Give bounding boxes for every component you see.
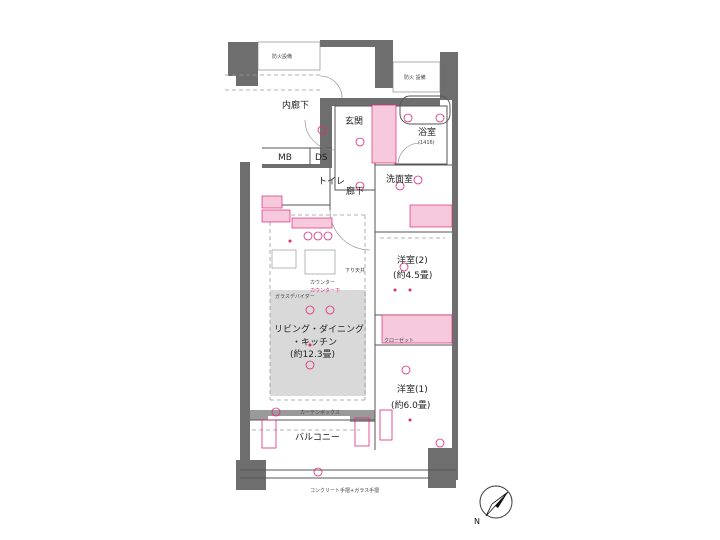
walls bbox=[228, 40, 458, 490]
ldk-floor-area bbox=[270, 290, 366, 396]
label-bath-size: (1416) bbox=[418, 140, 435, 146]
label-ldk-size: (約12.3畳) bbox=[290, 348, 335, 360]
label-ds: DS bbox=[315, 153, 328, 163]
label-railing: コンクリート手摺+ガラス手摺 bbox=[310, 487, 379, 494]
label-ldk: リビング・ダイニング bbox=[274, 323, 364, 335]
label-inner-corridor: 内廊下 bbox=[282, 99, 309, 111]
label-curtain-box: カーテンボックス bbox=[300, 409, 340, 416]
annotations: 防火設備 防火 設備 カウンター カウンター下 下り天井 ガラスデバイダー クロ… bbox=[257, 41, 441, 494]
equipment bbox=[261, 104, 453, 477]
label-western1-size: (約6.0畳) bbox=[391, 399, 430, 411]
label-hallway: 廊下 bbox=[346, 185, 364, 197]
label-fire-equipment-left: 防火設備 bbox=[272, 53, 292, 60]
label-western2: 洋室(2) bbox=[397, 254, 428, 266]
label-toilet: トイレ bbox=[318, 177, 345, 187]
label-bathroom: 浴室 bbox=[418, 126, 436, 138]
label-western1: 洋室(1) bbox=[397, 383, 428, 395]
label-mb: MB bbox=[278, 153, 292, 163]
label-ldk-kitchen: ・キッチン bbox=[292, 337, 337, 348]
label-fire-equipment-right: 防火 設備 bbox=[404, 74, 426, 81]
svg-text:N: N bbox=[474, 517, 480, 526]
label-balcony: バルコニー bbox=[295, 432, 340, 443]
label-entrance: 玄関 bbox=[345, 115, 363, 127]
label-lowered-ceiling: 下り天井 bbox=[345, 267, 365, 274]
label-closet: クローゼット bbox=[384, 337, 414, 344]
label-counter-lower: カウンター下 bbox=[310, 287, 340, 294]
interior-partitions bbox=[225, 74, 456, 479]
label-western2-size: (約4.5畳) bbox=[393, 269, 432, 281]
room-labels: 内廊下 MB DS 玄関 浴室 (1416) トイレ 廊下 洗面室 洋室(2) … bbox=[274, 99, 436, 443]
label-counter: カウンター bbox=[310, 279, 335, 286]
label-washroom: 洗面室 bbox=[386, 173, 413, 185]
north-compass-icon: N bbox=[474, 485, 513, 526]
label-glass-divider: ガラスデバイダー bbox=[275, 293, 315, 300]
